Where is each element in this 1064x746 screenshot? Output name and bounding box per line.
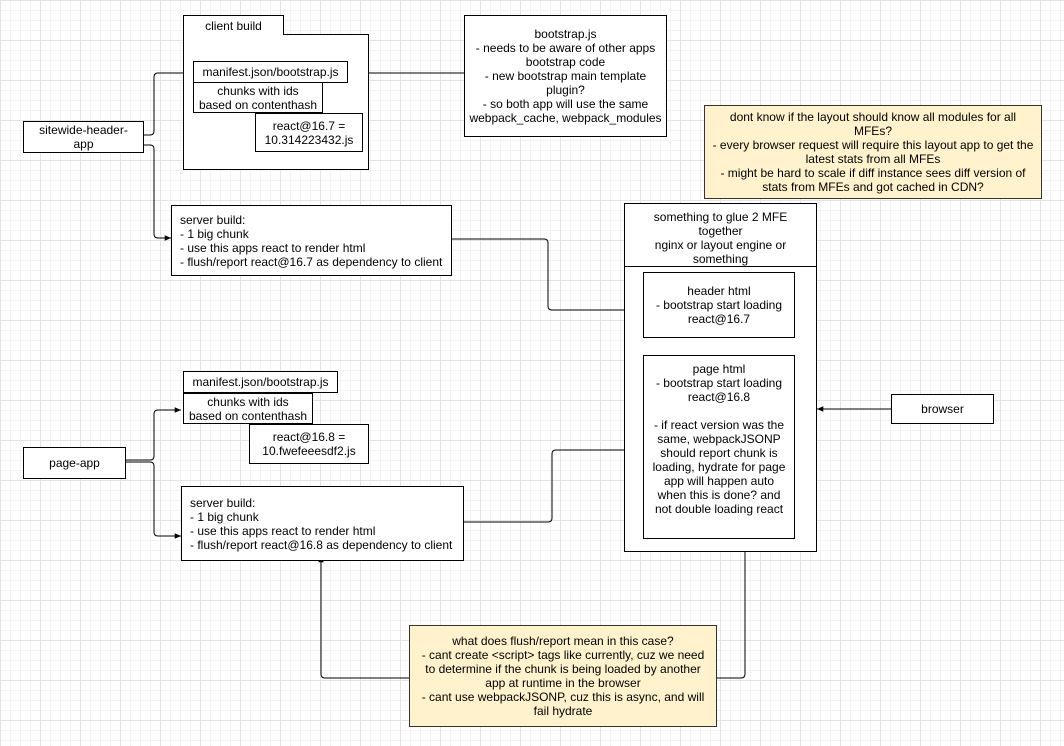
client-build-tab: client build bbox=[183, 15, 284, 35]
page-manifest-box: manifest.json/bootstrap.js bbox=[183, 371, 338, 393]
edge-flush-note-to-page-server bbox=[318, 556, 409, 679]
header-html-node: header html - bootstrap start loading re… bbox=[643, 272, 795, 338]
client-manifest-box: manifest.json/bootstrap.js bbox=[193, 61, 348, 83]
edge-page-server-to-page-html bbox=[464, 447, 641, 523]
glue-divider bbox=[624, 266, 817, 267]
browser-node: browser bbox=[891, 394, 994, 424]
edge-header-server-to-header-html bbox=[452, 238, 641, 313]
page-html-node: page html - bootstrap start loading reac… bbox=[643, 355, 795, 539]
client-chunks-box: chunks with ids based on contenthash bbox=[193, 82, 323, 113]
edge-flush-note-to-page-html bbox=[717, 531, 748, 679]
header-server-build-node: server build: - 1 big chunk - use this a… bbox=[171, 205, 452, 276]
edge-header-app-to-server-build bbox=[144, 144, 171, 241]
page-chunks-box: chunks with ids based on contenthash bbox=[183, 393, 313, 424]
page-server-build-node: server build: - 1 big chunk - use this a… bbox=[181, 486, 464, 561]
page-app-node: page-app bbox=[23, 447, 126, 479]
edge-header-app-to-client-build bbox=[144, 70, 193, 136]
sitewide-header-app-node: sitewide-header- app bbox=[23, 121, 144, 153]
page-react-file-box: react@16.8 = 10.fwefeeesdf2.js bbox=[249, 424, 369, 464]
edge-page-app-to-chunks bbox=[126, 407, 181, 461]
layout-question-note: dont know if the layout should know all … bbox=[704, 105, 1042, 199]
flush-question-note: what does flush/report mean in this case… bbox=[409, 625, 717, 727]
edge-page-app-to-server-build bbox=[126, 461, 181, 539]
bootstrap-note: bootstrap.js - needs to be aware of othe… bbox=[464, 15, 667, 137]
client-react-file-box: react@16.7 = 10.314223432.js bbox=[255, 113, 363, 152]
glue-title: something to glue 2 MFE together nginx o… bbox=[653, 210, 788, 266]
